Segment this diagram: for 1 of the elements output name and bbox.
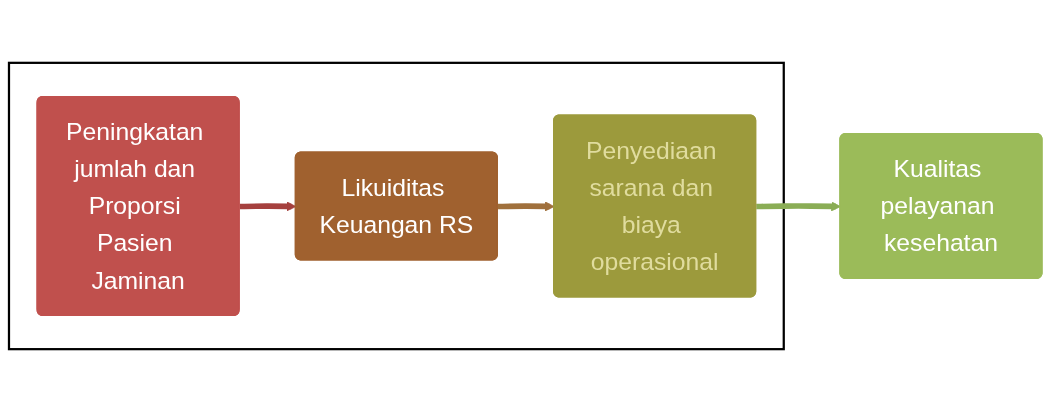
cluster [7, 61, 785, 351]
